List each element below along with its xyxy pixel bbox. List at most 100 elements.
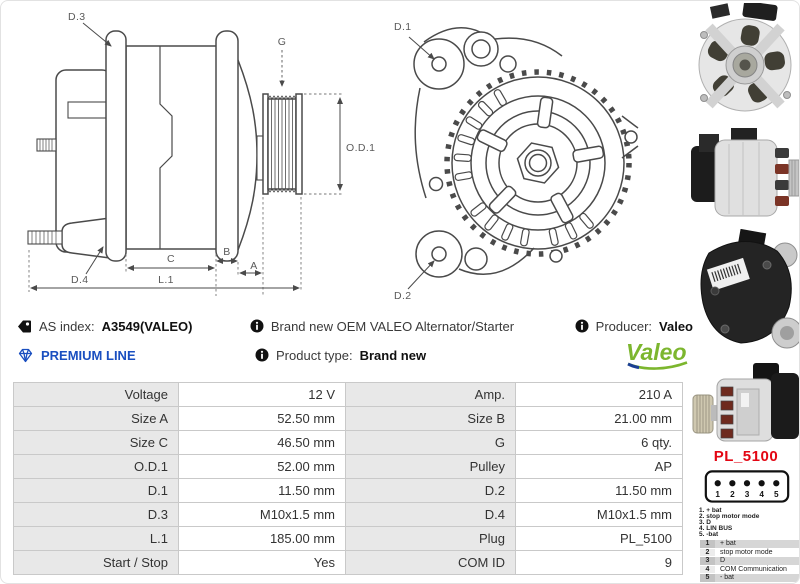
spec-value: 52.00 mm xyxy=(178,454,346,479)
info-icon xyxy=(575,319,589,333)
producer-value: Valeo xyxy=(659,318,693,334)
connector-title: PL_5100 xyxy=(713,448,779,465)
spec-label: O.D.1 xyxy=(13,454,179,479)
dim-label-od1: O.D.1 xyxy=(346,142,375,154)
spec-label: Size A xyxy=(13,406,179,431)
product-photo-front[interactable] xyxy=(691,1,799,120)
dim-label-d2: D.2 xyxy=(394,290,412,302)
pin-row: 1 + bat xyxy=(700,540,799,548)
legend-line: 2. stop motor mode xyxy=(699,513,760,521)
connector-pin-number: 3 xyxy=(745,490,750,499)
table-row: Voltage 12 V Amp. 210 A xyxy=(13,382,683,407)
dim-label-a: A xyxy=(250,260,257,272)
spec-value: AP xyxy=(515,454,683,479)
product-type-label: Product type: xyxy=(276,347,353,363)
producer-cell: Producer: Valeo xyxy=(575,319,693,334)
spec-value: M10x1.5 mm xyxy=(515,502,683,527)
side-view-technical-drawing: D.3 G O.D.1 D.4 C B A L.1 xyxy=(27,11,375,296)
info-icon xyxy=(250,319,264,333)
info-icon xyxy=(255,348,269,362)
product-type-cell: Product type: Brand new xyxy=(255,348,587,363)
product-photo-side[interactable] xyxy=(691,118,799,233)
product-info-bar: AS index: A3549(VALEO) Brand new OEM VAL… xyxy=(17,315,693,373)
spec-value: M10x1.5 mm xyxy=(178,502,346,527)
pin-row: 5 - bat xyxy=(700,574,799,582)
premium-line-cell: PREMIUM LINE xyxy=(17,348,255,363)
spec-label: COM ID xyxy=(345,550,516,575)
tag-icon xyxy=(18,320,31,332)
spec-label: L.1 xyxy=(13,526,179,551)
connector-diagram: 1 2 3 4 5 xyxy=(704,470,790,503)
spec-label: Size C xyxy=(13,430,179,455)
spec-value: PL_5100 xyxy=(515,526,683,551)
spec-table: Voltage 12 V Amp. 210 A Size A 52.50 mm … xyxy=(13,382,683,575)
spec-value: 6 qty. xyxy=(515,430,683,455)
spec-label: Plug xyxy=(345,526,516,551)
dim-label-g: G xyxy=(278,36,287,48)
spec-label: G xyxy=(345,430,516,455)
spec-value: 185.00 mm xyxy=(178,526,346,551)
spec-label: Start / Stop xyxy=(13,550,179,575)
brand-logo-cell: Valeo xyxy=(587,339,693,371)
producer-label: Producer: xyxy=(595,318,653,334)
table-row: Size A 52.50 mm Size B 21.00 mm xyxy=(13,406,683,431)
spec-label: Amp. xyxy=(345,382,516,407)
pin-number: 4 xyxy=(700,565,715,574)
connector-pin-table: 1 + bat 2 stop motor mode 3 D 4 COM Comm… xyxy=(700,539,799,583)
table-row: Start / Stop Yes COM ID 9 xyxy=(13,550,683,575)
description-cell: Brand new OEM VALEO Alternator/Starter xyxy=(250,319,575,334)
table-row: D.1 11.50 mm D.2 11.50 mm xyxy=(13,478,683,503)
pin-row: 2 stop motor mode xyxy=(700,548,799,557)
dim-label-d3: D.3 xyxy=(68,11,86,23)
spec-value: 46.50 mm xyxy=(178,430,346,455)
legend-line: 1. + bat xyxy=(699,507,722,514)
pin-number: 3 xyxy=(700,557,715,565)
pin-row: 3 D xyxy=(700,557,799,565)
table-row: L.1 185.00 mm Plug PL_5100 xyxy=(13,526,683,551)
spec-value: 210 A xyxy=(515,382,683,407)
product-photo-rear[interactable] xyxy=(689,228,799,356)
connector-pin-number: 1 xyxy=(715,490,720,499)
spec-value: 21.00 mm xyxy=(515,406,683,431)
as-index-label: AS index: xyxy=(39,318,95,334)
pin-number: 5 xyxy=(700,574,715,582)
pin-description: stop motor mode xyxy=(715,548,799,557)
table-row: Size C 46.50 mm G 6 qty. xyxy=(13,430,683,455)
spec-value: Yes xyxy=(178,550,346,575)
spec-label: D.2 xyxy=(345,478,516,503)
spec-value: 9 xyxy=(515,550,683,575)
connector-pin-legend: 1. + bat 2. stop motor mode 3. D 4. LIN … xyxy=(699,507,760,539)
premium-line-label: PREMIUM LINE xyxy=(41,347,136,363)
pin-number: 1 xyxy=(700,540,715,548)
pin-description: D xyxy=(715,557,799,565)
product-type-value: Brand new xyxy=(359,347,427,363)
svg-text:Valeo: Valeo xyxy=(626,339,687,365)
spec-label: Pulley xyxy=(345,454,516,479)
connector-pin-number: 2 xyxy=(730,490,735,499)
pin-description: + bat xyxy=(715,540,799,548)
description-text: Brand new OEM VALEO Alternator/Starter xyxy=(270,318,515,334)
as-index-cell: AS index: A3549(VALEO) xyxy=(17,319,250,334)
spec-value: 11.50 mm xyxy=(515,478,683,503)
diamond-icon xyxy=(18,348,33,362)
dim-label-d4: D.4 xyxy=(71,274,89,286)
dim-label-b: B xyxy=(223,246,230,258)
front-view-technical-drawing: D.1 D.2 xyxy=(394,21,639,302)
spec-label: D.4 xyxy=(345,502,516,527)
legend-line: 3. D xyxy=(699,519,711,527)
as-index-value: A3549(VALEO) xyxy=(101,318,193,334)
connector-pin-number: 4 xyxy=(759,490,764,499)
legend-line: 4. LIN BUS xyxy=(699,525,733,533)
pin-description: COM Communication xyxy=(715,565,799,574)
spec-value: 52.50 mm xyxy=(178,406,346,431)
connector-pin-number: 5 xyxy=(774,490,779,499)
valeo-logo: Valeo xyxy=(626,339,688,370)
product-photo-pulley-side[interactable] xyxy=(691,353,799,448)
spec-value: 12 V xyxy=(178,382,346,407)
legend-line: 5. -bat xyxy=(699,531,719,539)
spec-label: Size B xyxy=(345,406,516,431)
table-row: D.3 M10x1.5 mm D.4 M10x1.5 mm xyxy=(13,502,683,527)
spec-label: Voltage xyxy=(13,382,179,407)
spec-value: 11.50 mm xyxy=(178,478,346,503)
